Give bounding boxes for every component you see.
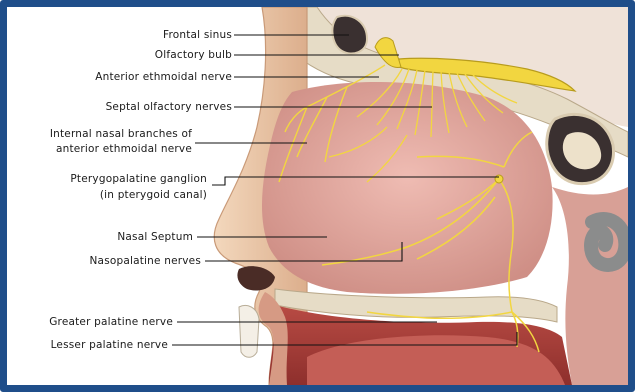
label-frontal-sinus: Frontal sinus — [163, 29, 232, 41]
label-internal-nasal-branches-2: anterior ethmoidal nerve — [56, 143, 192, 155]
label-nasal-septum: Nasal Septum — [117, 231, 193, 243]
label-nasopalatine-nerves: Nasopalatine nerves — [90, 255, 202, 267]
label-septal-olfactory-nerves: Septal olfactory nerves — [106, 101, 232, 113]
label-pterygopalatine-ganglion-1: Pterygopalatine ganglion — [70, 173, 207, 185]
label-lesser-palatine-nerve: Lesser palatine nerve — [51, 339, 168, 351]
label-internal-nasal-branches-1: Internal nasal branches of — [50, 128, 192, 140]
label-anterior-ethmoidal-nerve: Anterior ethmoidal nerve — [95, 71, 232, 83]
label-greater-palatine-nerve: Greater palatine nerve — [49, 316, 173, 328]
pterygopalatine-ganglion — [495, 175, 503, 183]
label-pterygopalatine-ganglion-2: (in pterygoid canal) — [100, 189, 207, 201]
label-olfactory-bulb: Olfactory bulb — [155, 49, 232, 61]
incisor-tooth — [239, 306, 259, 358]
pterygoid-process — [591, 219, 625, 265]
nasal-septum-area — [262, 82, 553, 294]
nasal-anatomy-illustration: Frontal sinus Olfactory bulb Anterior et… — [7, 7, 628, 385]
